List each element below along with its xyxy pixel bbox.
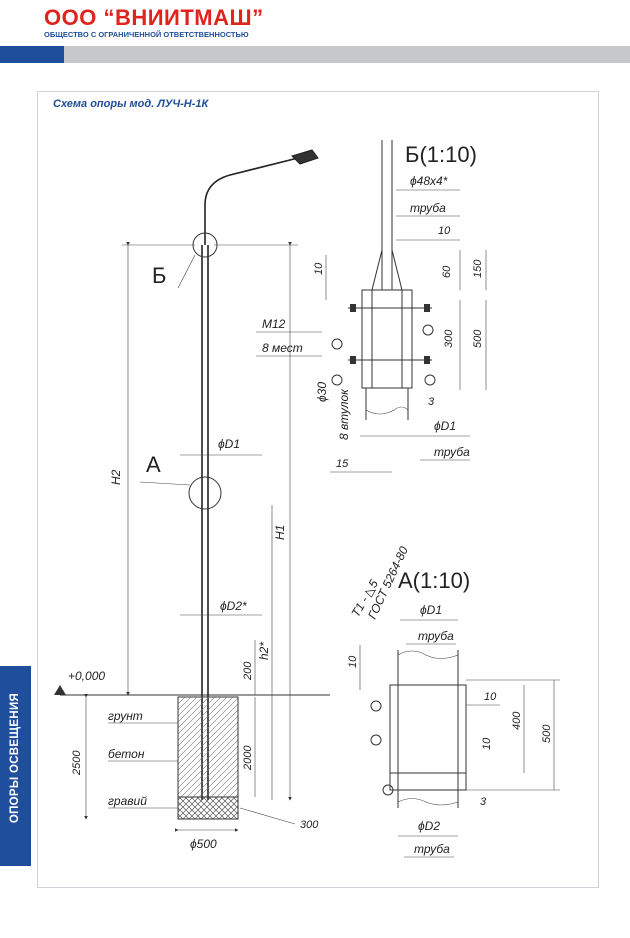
dim-2000: 2000 [242, 745, 254, 771]
detail-b-dim-3: 3 [428, 396, 435, 408]
detail-b-bottom-dia: ϕD1 [434, 419, 456, 433]
dim-200: 200 [242, 661, 254, 681]
pole-arm [204, 157, 299, 245]
detail-b-sleeve-count: 8 втулок [337, 388, 351, 440]
concrete-label: бетон [108, 747, 145, 761]
detail-a-title: А(1:10) [398, 568, 470, 593]
detail-b-bolt: M12 [262, 317, 286, 331]
gravel-label: гравий [108, 794, 147, 808]
detail-b-view: Б(1:10) ϕ48x4* труба 10 10 60 150 [256, 140, 487, 473]
drawing-caption: Схема опоры мод. ЛУЧ-Н-1К [53, 98, 209, 110]
header-band [0, 46, 630, 63]
level-label: +0,000 [68, 669, 105, 683]
detail-b-sleeve-dia: ϕ30 [315, 382, 329, 402]
detail-b-pipe-dia: ϕ48x4* [410, 174, 448, 188]
foundation-concrete [177, 696, 239, 798]
callout-b: Б [152, 263, 166, 288]
company-name: ООО “ВНИИТМАШ” [44, 5, 264, 30]
detail-b-dim-10-top: 10 [438, 225, 451, 237]
detail-a-view: А(1:10) Т1 - ◺5 ГОСТ 5264-80 ϕD1 труба 1… [347, 544, 560, 858]
soil-label: грунт [108, 709, 143, 723]
detail-a-top-label: труба [418, 629, 454, 643]
detail-a-top-dia: ϕD1 [420, 603, 442, 617]
h2-label: H2 [109, 469, 123, 485]
detail-b-dim-10-left: 10 [313, 262, 325, 275]
detail-b-bottom-label: труба [434, 445, 470, 459]
detail-a-dim-400: 400 [511, 711, 523, 730]
company-logo: ООО “ВНИИТМАШ” ОБЩЕСТВО С ОГРАНИЧЕННОЙ О… [44, 6, 264, 40]
detail-b-pipe-label: труба [410, 201, 446, 215]
detail-b-title: Б(1:10) [405, 142, 477, 167]
detail-a-marker [188, 476, 222, 510]
detail-b-dim-60: 60 [441, 265, 453, 278]
dim-2500: 2500 [71, 750, 83, 776]
h2-small-label: h2* [257, 642, 271, 660]
h1-label: H1 [273, 525, 287, 540]
detail-b-dim-15: 15 [336, 458, 349, 470]
detail-a-dim-10-rb: 10 [481, 737, 493, 750]
header-band-accent [0, 46, 64, 63]
company-subtitle: ОБЩЕСТВО С ОГРАНИЧЕННОЙ ОТВЕТСТВЕННОСТЬЮ [44, 30, 249, 39]
detail-b-bolt-count: 8 мест [262, 341, 303, 355]
detail-a-dim-3: 3 [480, 796, 487, 808]
dim-300: 300 [300, 819, 319, 831]
drawing-frame [37, 91, 599, 888]
main-pole-view: Б А +0,000 грунт бетон гравий H2 H1 ϕD1 … [54, 149, 330, 851]
detail-a-bottom-label: труба [414, 842, 450, 856]
foundation-dia: ϕ500 [190, 837, 217, 851]
detail-a-dim-10-rt: 10 [484, 691, 497, 703]
detail-b-dim-300: 300 [443, 329, 455, 348]
side-tab: ОПОРЫ ОСВЕЩЕНИЯ [0, 666, 31, 866]
foundation-gravel [177, 796, 239, 820]
detail-a-dim-500: 500 [541, 724, 553, 743]
lamp-icon [291, 149, 319, 165]
d2-label: ϕD2* [220, 599, 247, 613]
detail-a-dim-10-left: 10 [347, 655, 359, 668]
detail-b-dim-150: 150 [472, 259, 484, 278]
detail-a-bottom-dia: ϕD2 [418, 819, 440, 833]
d1-label: ϕD1 [218, 437, 240, 451]
callout-a: А [146, 452, 161, 477]
detail-b-dim-500: 500 [472, 329, 484, 348]
